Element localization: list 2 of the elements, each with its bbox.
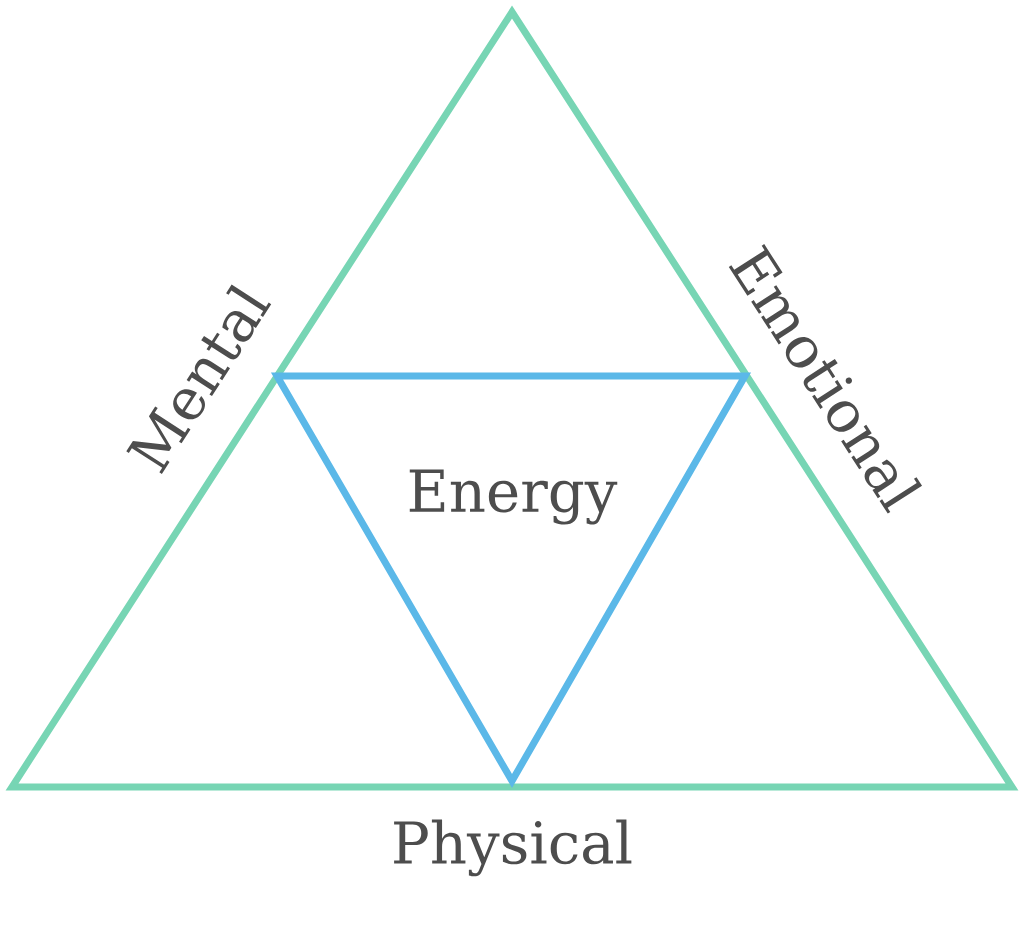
node-label: Energy: [409, 469, 618, 525]
side-label: Physical: [394, 819, 632, 877]
